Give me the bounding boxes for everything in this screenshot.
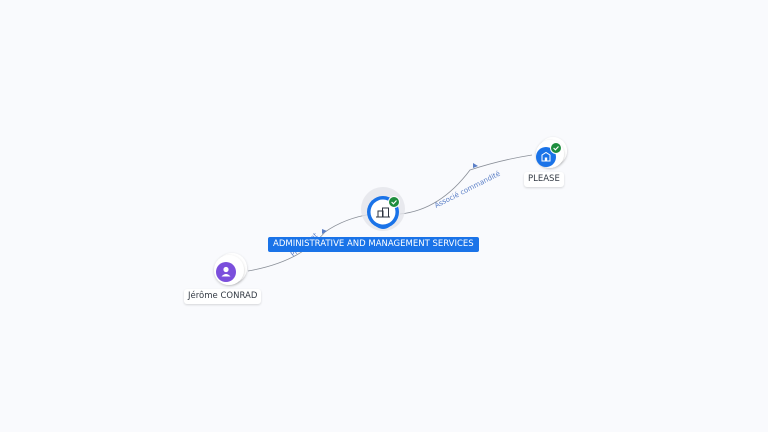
node-label-company[interactable]: PLEASE [524, 172, 564, 187]
edge-center-to-company[interactable]: Associé commandité [399, 154, 533, 215]
company-buildings-icon [376, 207, 390, 218]
node-center-company[interactable] [361, 187, 405, 231]
arrow-icon [473, 163, 478, 168]
node-label-center[interactable]: ADMINISTRATIVE AND MANAGEMENT SERVICES [268, 237, 479, 252]
node-person[interactable] [214, 253, 247, 285]
verified-check-icon [388, 196, 400, 208]
company-buildings-icon [541, 151, 551, 162]
verified-check-icon [550, 142, 562, 154]
node-label-person[interactable]: Jérôme CONRAD [184, 289, 262, 304]
node-company-please[interactable] [536, 137, 567, 168]
edge-label-associe-commandite: Associé commandité [433, 170, 501, 210]
arrow-icon [322, 229, 327, 234]
